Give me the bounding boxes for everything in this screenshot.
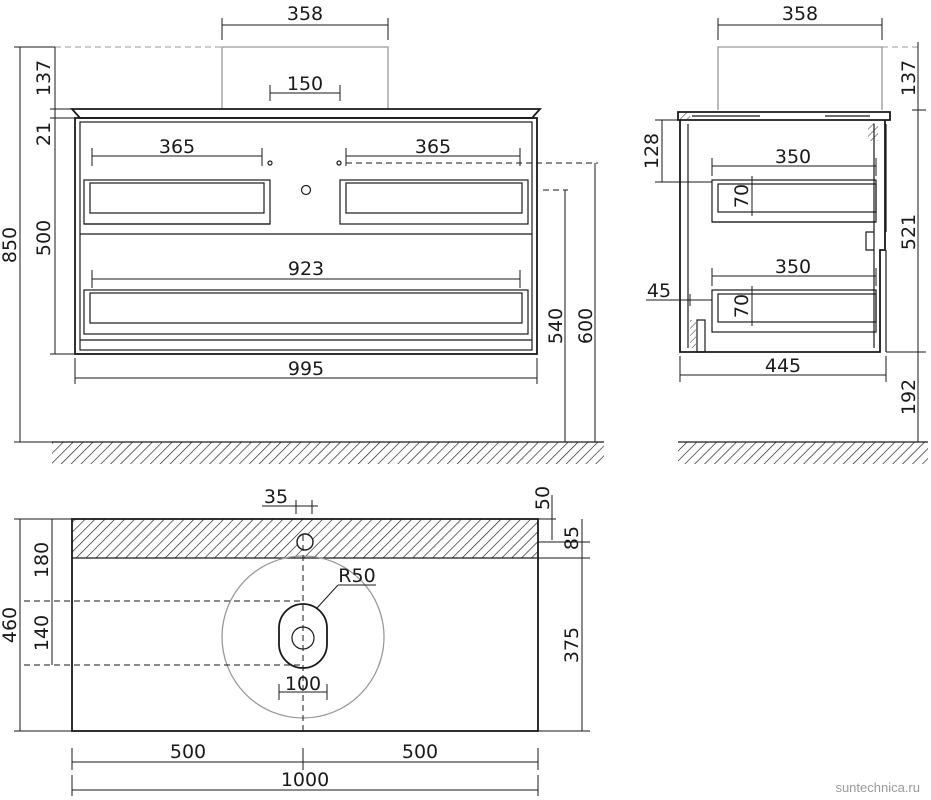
front-basin-outline	[221, 46, 389, 110]
dim-front-365-left: 365	[91, 136, 263, 166]
svg-text:358: 358	[287, 3, 323, 25]
svg-text:100: 100	[285, 673, 321, 695]
dim-side-70-upper: 70	[731, 176, 753, 216]
dim-side-70-lower: 70	[731, 286, 753, 326]
front-drawer-upper-right	[339, 179, 529, 225]
dim-top-r50: R50	[316, 565, 376, 609]
dim-front-21: 21	[33, 109, 75, 146]
svg-text:45: 45	[647, 280, 671, 302]
side-floor-hatch	[678, 442, 928, 464]
dim-top-1000: 1000	[71, 769, 539, 796]
svg-text:137: 137	[33, 60, 55, 96]
svg-text:350: 350	[775, 146, 811, 168]
dim-side-350-upper: 350	[711, 146, 877, 176]
side-view: 358 137 521 192 128 350	[641, 3, 928, 464]
dim-side-358: 358	[717, 3, 883, 40]
side-cabinet-body	[679, 120, 886, 353]
svg-text:540: 540	[545, 308, 567, 344]
svg-text:995: 995	[288, 358, 324, 380]
dim-side-350-lower: 350	[711, 256, 877, 286]
dim-top-375: 375	[538, 558, 590, 732]
dim-side-192: 192	[898, 352, 920, 442]
watermark-text: suntechnica.ru	[835, 780, 920, 795]
top-countertop	[71, 518, 539, 732]
dim-front-923: 923	[91, 258, 521, 288]
svg-text:128: 128	[641, 133, 663, 169]
dim-top-85: 85	[538, 519, 590, 559]
dim-front-850: 850	[0, 46, 55, 443]
svg-text:140: 140	[31, 615, 53, 651]
dim-side-128: 128	[641, 119, 712, 183]
svg-text:850: 850	[0, 227, 21, 263]
svg-text:375: 375	[561, 627, 583, 663]
svg-text:445: 445	[765, 355, 801, 377]
dim-front-500: 500	[33, 118, 75, 355]
dim-front-137: 137	[33, 47, 72, 110]
front-floor-hatch	[52, 442, 604, 464]
svg-text:500: 500	[402, 741, 438, 763]
dim-top-50: 50	[532, 486, 556, 540]
dim-front-150: 150	[269, 73, 341, 101]
svg-text:150: 150	[287, 73, 323, 95]
svg-text:365: 365	[415, 136, 451, 158]
dim-top-500-left: 500	[71, 741, 304, 770]
svg-text:600: 600	[575, 308, 597, 344]
dim-front-540: 540	[543, 189, 568, 442]
front-pipe-outlet	[300, 184, 312, 196]
svg-text:365: 365	[159, 136, 195, 158]
svg-text:358: 358	[782, 3, 818, 25]
svg-text:350: 350	[775, 256, 811, 278]
top-view: 35 50 85 375 460 180	[0, 486, 590, 796]
svg-text:137: 137	[898, 60, 920, 96]
svg-text:192: 192	[898, 379, 920, 415]
dim-top-140: 140	[31, 601, 53, 665]
dim-front-358: 358	[221, 3, 389, 40]
dim-top-500-right: 500	[303, 741, 539, 770]
top-tap-hole	[296, 533, 314, 551]
dim-side-521: 521	[886, 110, 926, 353]
svg-text:35: 35	[264, 486, 288, 508]
svg-text:21: 21	[33, 122, 55, 146]
side-drawer-lower	[711, 289, 877, 333]
svg-text:500: 500	[33, 220, 55, 256]
dim-front-600: 600	[346, 162, 598, 442]
dim-side-445: 445	[679, 355, 887, 382]
front-cabinet-body	[74, 117, 538, 355]
dim-top-460: 460	[0, 518, 72, 732]
dim-front-995: 995	[74, 358, 538, 384]
svg-text:R50: R50	[338, 565, 375, 587]
side-basin-outline	[717, 46, 883, 110]
dim-top-100: 100	[278, 673, 328, 700]
svg-text:50: 50	[532, 486, 554, 510]
svg-text:70: 70	[731, 294, 753, 318]
front-drawer-bottom	[83, 289, 529, 335]
svg-text:1000: 1000	[281, 769, 329, 791]
front-drawer-upper-left	[83, 179, 271, 225]
front-countertop	[69, 108, 543, 119]
svg-text:500: 500	[170, 741, 206, 763]
dim-top-180: 180	[31, 519, 53, 601]
svg-text:923: 923	[288, 258, 324, 280]
svg-text:180: 180	[31, 542, 53, 578]
dim-side-45: 45	[646, 280, 712, 306]
dim-front-365-right: 365	[345, 136, 521, 166]
dim-top-35: 35	[262, 486, 318, 514]
svg-text:460: 460	[0, 607, 21, 643]
svg-text:70: 70	[731, 184, 753, 208]
dim-side-137: 137	[898, 42, 926, 111]
side-drawer-upper	[711, 179, 877, 223]
svg-text:521: 521	[898, 214, 920, 250]
svg-text:85: 85	[561, 526, 583, 550]
front-view: 358 150 365 365 923	[0, 3, 604, 464]
